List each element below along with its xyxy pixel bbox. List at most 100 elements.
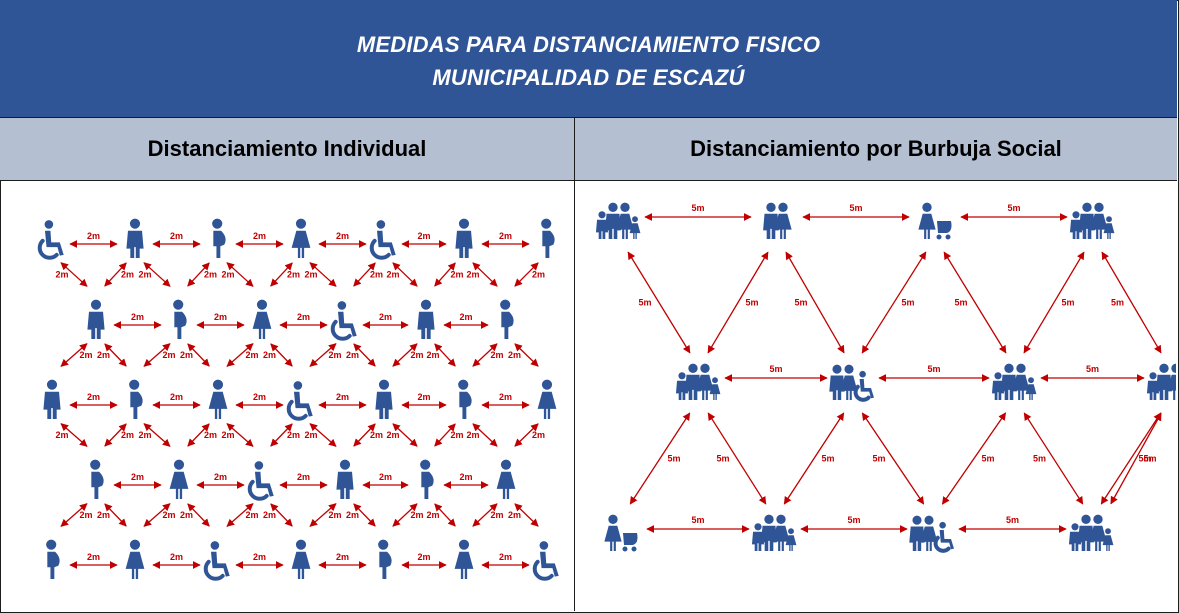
person-pregnant-icon <box>90 459 104 499</box>
person-wheelchair-icon <box>330 301 357 341</box>
arrow-2m-diag-r3-2-2 <box>143 423 171 447</box>
family-icon <box>675 363 721 400</box>
arrow-2m-diag-r2-5-5-label: 2m <box>410 350 423 360</box>
title-banner: MEDIDAS PARA DISTANCIAMIENTO FISICO MUNI… <box>0 0 1177 118</box>
arrow-2m-row4-5-label: 2m <box>459 472 472 482</box>
arrow-2m-row3-6-label: 2m <box>499 392 512 402</box>
person-woman-icon <box>208 379 228 419</box>
arrow-2m-row1-2-label: 2m <box>170 231 183 241</box>
arrow-2m-diag-r1-2-1-label: 2m <box>121 270 134 280</box>
arrow-5m-row1-3-label: 5m <box>1007 203 1020 213</box>
arrow-2m-diag-r3-5-4 <box>353 423 376 447</box>
arrow-2m-diag-r2-4-5-label: 2m <box>346 350 359 360</box>
distancing-diagram: 2m 2m 2m 2m 2m 2m 2m 2m 2m 2m 2m 2m 2m 2m 2m 2m 2m 2m 2m 2m… <box>37 202 1176 581</box>
arrow-2m-diag-r1-3-3-label: 2m <box>221 270 234 280</box>
arrow-2m-diag-r4-4-4-label: 2m <box>328 510 341 520</box>
stroller-icon <box>918 202 952 240</box>
person-wheelchair-icon <box>203 541 230 581</box>
arrow-2m-diag-r1-5-5-label: 2m <box>386 270 399 280</box>
person-wheelchair-icon <box>369 220 396 260</box>
arrow-5m-top4-left-label: 5m <box>1061 298 1074 308</box>
family-icon <box>595 202 641 239</box>
person-man-icon <box>336 459 354 499</box>
arrow-2m-diag-r3-2-1-label: 2m <box>121 430 134 440</box>
arrow-2m-diag-r2-5-6 <box>434 343 456 367</box>
arrow-2m-row3-1-label: 2m <box>87 392 100 402</box>
arrow-2m-diag-r1-4-4-label: 2m <box>304 270 317 280</box>
family-icon <box>1068 514 1114 551</box>
person-man-icon <box>126 218 144 258</box>
arrow-2m-diag-r1-4-4 <box>309 262 337 287</box>
arrow-2m-diag-r2-2-2-label: 2m <box>162 350 175 360</box>
arrow-5m-top1-right-label: 5m <box>638 298 651 308</box>
arrow-2m-diag-r2-6-6-label: 2m <box>490 350 503 360</box>
stroller-icon <box>604 514 638 552</box>
person-man-icon <box>43 379 61 419</box>
arrow-2m-row4-4-label: 2m <box>379 472 392 482</box>
arrow-2m-diag-r1-4-3-label: 2m <box>287 270 300 280</box>
arrow-5m-row1-2-label: 5m <box>849 203 862 213</box>
arrow-2m-diag-r1-7-6-label: 2m <box>532 270 545 280</box>
arrow-5m-row1-1-label: 5m <box>691 203 704 213</box>
arrow-5m-top3-right <box>943 251 1007 354</box>
person-woman-icon <box>454 539 474 579</box>
arrow-2m-diag-r2-2-3 <box>187 343 210 367</box>
arrow-2m-diag-r2-1-2-label: 2m <box>97 350 110 360</box>
arrow-2m-diag-r2-3-3-label: 2m <box>245 350 258 360</box>
arrow-2m-diag-r1-1-1-label: 2m <box>55 270 68 280</box>
arrow-2m-row3-5-label: 2m <box>417 392 430 402</box>
arrow-2m-diag-r1-7-6 <box>514 262 539 287</box>
arrow-5m-mid2-left <box>783 412 845 505</box>
arrow-5m-top4-right-label: 5m <box>1111 298 1124 308</box>
arrow-2m-diag-r2-4-4-label: 2m <box>328 350 341 360</box>
arrow-5m-top2-left <box>707 251 769 354</box>
arrow-2m-diag-r2-4-4 <box>309 343 337 367</box>
arrow-2m-diag-r2-1-1 <box>60 343 88 367</box>
arrow-2m-diag-r3-6-5-label: 2m <box>450 430 463 440</box>
arrow-5m-mid3-right <box>1023 412 1084 505</box>
arrow-2m-diag-r2-6-7 <box>514 343 539 367</box>
wheelchair-group-icon <box>909 515 954 553</box>
arrow-2m-diag-r2-5-6-label: 2m <box>426 350 439 360</box>
arrow-5m-row2-1-label: 5m <box>769 364 782 374</box>
arrow-2m-diag-r4-3-4 <box>270 503 293 527</box>
arrow-2m-diag-r2-1-2 <box>104 343 127 367</box>
person-pregnant-icon <box>212 218 226 258</box>
person-pregnant-icon <box>541 218 555 258</box>
arrow-2m-row2-2-label: 2m <box>214 312 227 322</box>
arrow-2m-row3-2-label: 2m <box>170 392 183 402</box>
arrow-2m-diag-r4-1-1-label: 2m <box>79 510 92 520</box>
person-pregnant-icon <box>500 299 514 339</box>
arrow-5m-top1-right <box>627 251 691 354</box>
wheelchair-group-icon <box>829 364 874 402</box>
arrow-2m-diag-r2-6-7-label: 2m <box>508 350 521 360</box>
arrow-2m-diag-r3-6-5 <box>434 423 456 447</box>
person-man-icon <box>417 299 435 339</box>
arrow-2m-row3-4-label: 2m <box>336 392 349 402</box>
family-icon <box>991 363 1037 400</box>
arrow-2m-diag-r1-6-5 <box>434 262 456 287</box>
arrow-2m-diag-r4-2-3 <box>187 503 210 527</box>
arrow-2m-row1-5-label: 2m <box>417 231 430 241</box>
arrow-5m-mid1-right <box>707 412 767 505</box>
arrow-2m-diag-r3-5-5-label: 2m <box>386 430 399 440</box>
column-divider <box>574 118 575 611</box>
arrow-5m-top2-left-label: 5m <box>745 298 758 308</box>
arrow-2m-row4-1-label: 2m <box>131 472 144 482</box>
person-wheelchair-icon <box>286 381 313 421</box>
arrow-2m-diag-r4-5-6-label: 2m <box>426 510 439 520</box>
person-woman-icon <box>537 379 557 419</box>
person-pregnant-icon <box>173 299 187 339</box>
arrow-2m-diag-r4-5-6 <box>434 503 456 527</box>
arrow-5m-mid2-left-label: 5m <box>821 454 834 464</box>
arrow-5m-mid1-right-label: 5m <box>716 454 729 464</box>
arrow-2m-row5-3-label: 2m <box>253 552 266 562</box>
arrow-5m-mid3-right-label: 5m <box>1033 454 1046 464</box>
arrow-2m-diag-r3-4-4-label: 2m <box>304 430 317 440</box>
arrow-2m-row2-4-label: 2m <box>379 312 392 322</box>
arrow-2m-row4-2-label: 2m <box>214 472 227 482</box>
person-wheelchair-icon <box>247 461 274 501</box>
person-woman-icon <box>291 539 311 579</box>
arrow-2m-diag-r2-6-6 <box>472 343 498 367</box>
